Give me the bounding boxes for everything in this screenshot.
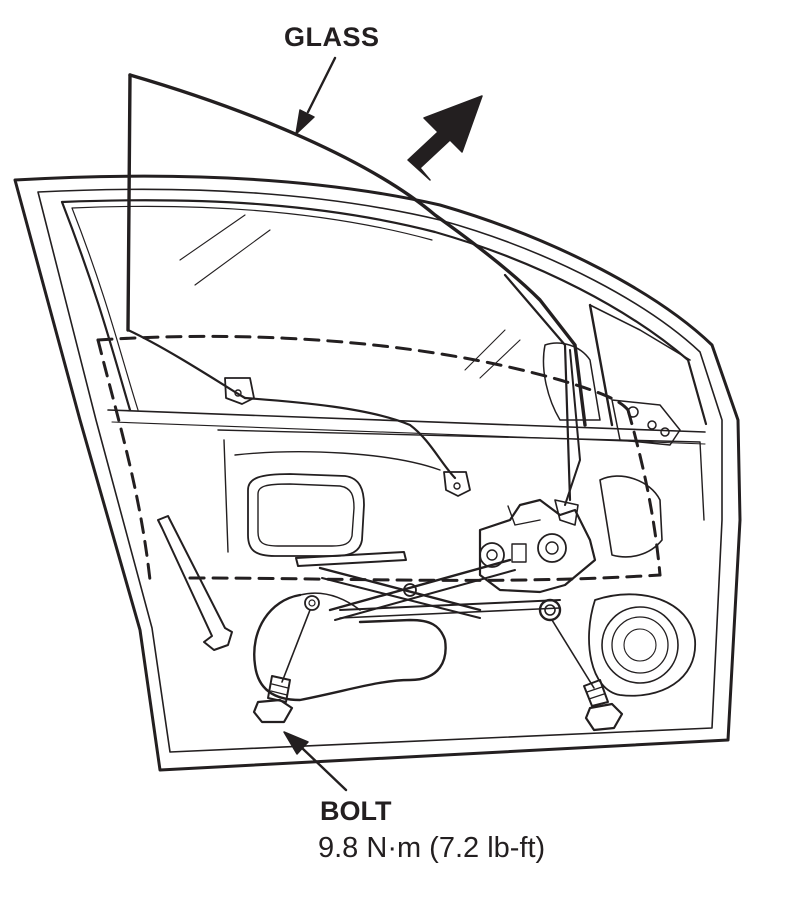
glass-mount-tab-right: [443, 471, 471, 497]
mirror-mount-bracket: [542, 342, 681, 446]
edge-strip: [157, 515, 233, 651]
bolt-label: BOLT: [320, 796, 392, 826]
glass-hidden-outline: [96, 334, 662, 582]
bolt-torque-spec: 9.8 N·m (7.2 lb-ft): [318, 832, 546, 864]
inner-panel: [217, 429, 705, 558]
speaker: [588, 593, 696, 697]
bolt-right: [551, 619, 624, 732]
wiring-harness: [253, 593, 447, 702]
regulator-mount-right: [538, 598, 562, 622]
window-frame: [60, 200, 691, 412]
removal-direction-arrow: [407, 95, 483, 181]
bolt-callout-leader: [283, 731, 348, 792]
regulator-mount-left: [304, 595, 320, 611]
bolt-left: [252, 609, 311, 724]
glass-callout-leader: [295, 56, 337, 135]
door-shell: [13, 174, 742, 772]
door-glass: [126, 73, 614, 502]
glass-mount-tab-left: [224, 377, 255, 405]
glass-label: GLASS: [284, 22, 380, 52]
window-regulator: [295, 349, 597, 621]
